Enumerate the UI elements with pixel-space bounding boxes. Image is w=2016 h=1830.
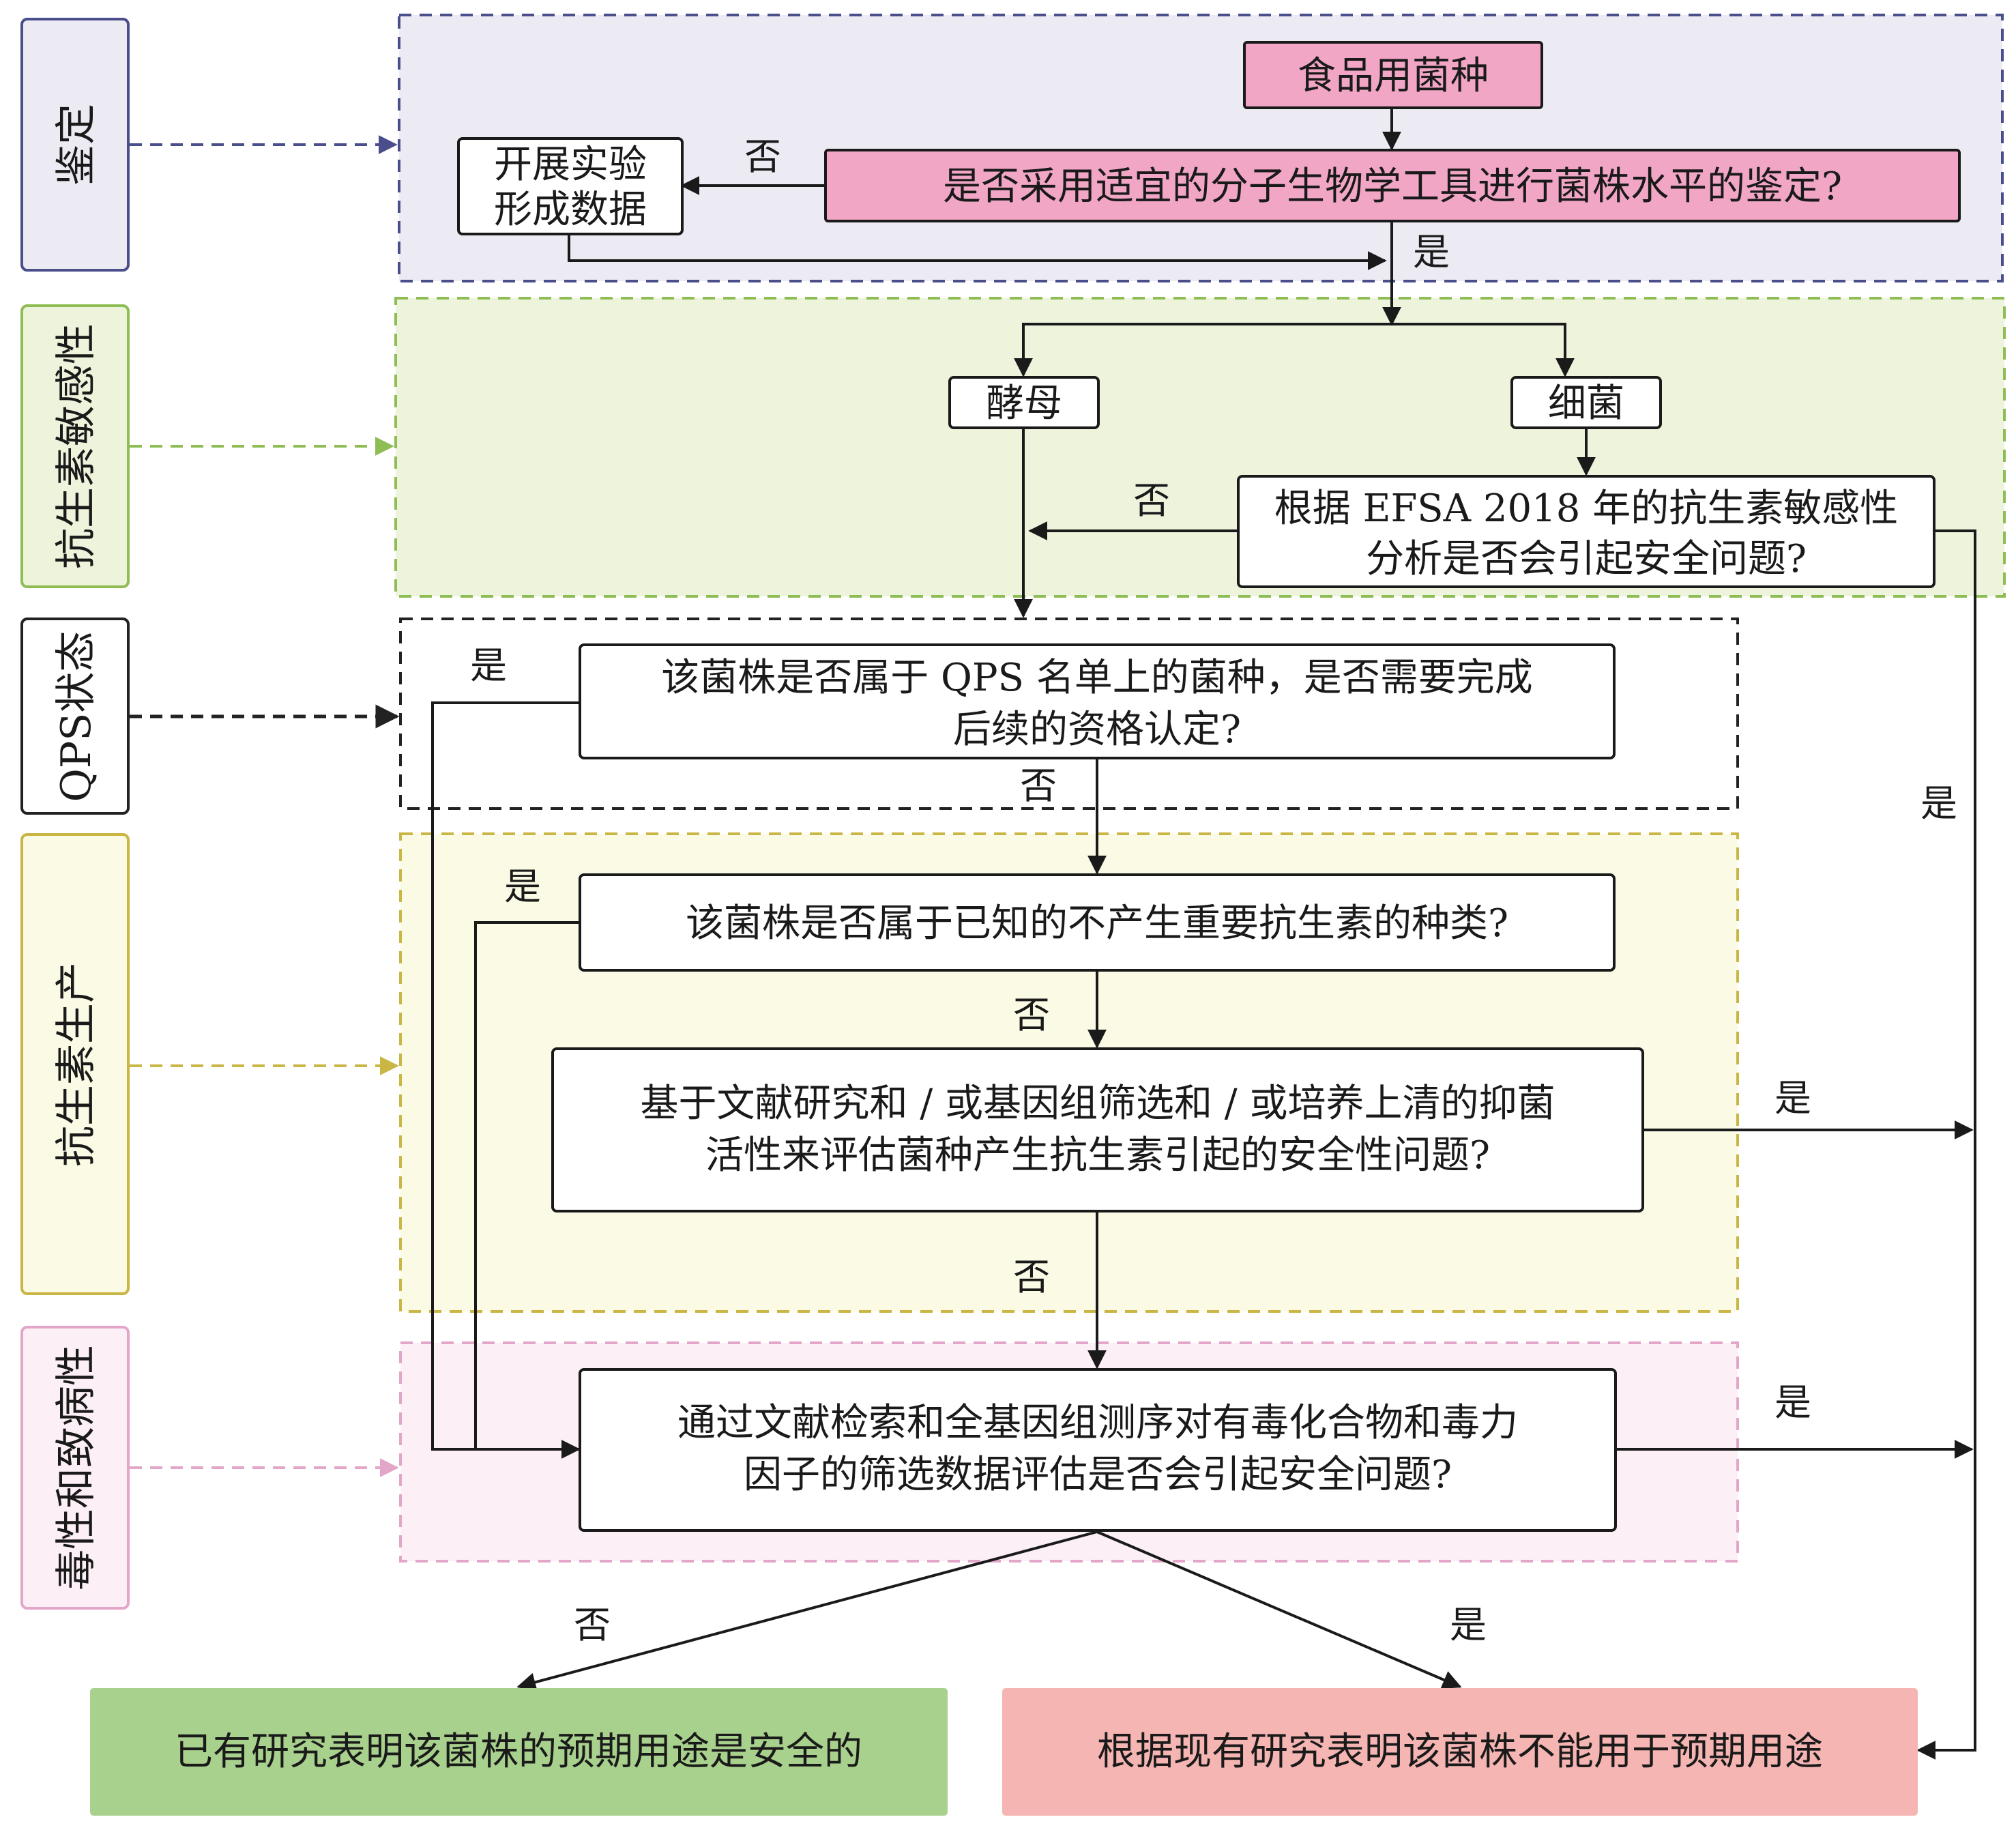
node-q-efsa: 根据 EFSA 2018 年的抗生素敏感性 分析是否会引起安全问题? bbox=[1237, 475, 1935, 588]
edge-label-qps-no: 否 bbox=[1020, 764, 1057, 807]
stage-qps: QPS状态 bbox=[20, 618, 130, 815]
node-q-toxin-text-2: 因子的筛选数据评估是否会引起安全问题? bbox=[744, 1453, 1452, 1497]
edge-label-literature-yes: 是 bbox=[1774, 1077, 1811, 1120]
stage-qps-label: QPS状态 bbox=[53, 631, 100, 802]
edge-label-toxin-yes-down: 是 bbox=[1450, 1603, 1487, 1646]
edge-split-bacteria bbox=[1392, 323, 1575, 377]
edge-label-identification-yes: 是 bbox=[1413, 231, 1450, 274]
stage-toxicity: 毒性和致病性 bbox=[20, 1326, 130, 1610]
edge-label-toxin-no: 否 bbox=[574, 1603, 611, 1646]
edge-toxin-no bbox=[516, 1530, 1098, 1692]
node-q-toxin: 通过文献检索和全基因组测序对有毒化合物和毒力 因子的筛选数据评估是否会引起安全问… bbox=[579, 1368, 1617, 1532]
node-q-qps-text-1: 该菌株是否属于 QPS 名单上的菌种，是否需要完成 bbox=[661, 656, 1533, 700]
edge-label-known-no: 否 bbox=[1013, 993, 1050, 1036]
node-q-efsa-text-2: 分析是否会引起安全问题? bbox=[1366, 537, 1807, 581]
stage-antibiotic-sensitivity-label: 抗生素敏感性 bbox=[53, 323, 100, 569]
node-q-efsa-text-1: 根据 EFSA 2018 年的抗生素敏感性 bbox=[1274, 486, 1898, 531]
node-food-strain: 食品用菌种 bbox=[1243, 41, 1543, 109]
edge-experiment-return bbox=[568, 235, 1387, 270]
node-q-known-species-text: 该菌株是否属于已知的不产生重要抗生素的种类? bbox=[686, 901, 1508, 946]
node-yeast-text: 酵母 bbox=[986, 381, 1062, 426]
node-experiment-text-2: 形成数据 bbox=[494, 188, 647, 232]
node-q-qps-text-2: 后续的资格认定? bbox=[953, 708, 1241, 752]
edge-efsa-yes bbox=[1916, 529, 1976, 1760]
stage-toxicity-label: 毒性和致病性 bbox=[53, 1345, 100, 1591]
edge-label-literature-no: 否 bbox=[1013, 1255, 1050, 1298]
node-result-unsafe: 根据现有研究表明该菌株不能用于预期用途 bbox=[1002, 1688, 1918, 1816]
node-bacteria-text: 细菌 bbox=[1548, 381, 1624, 426]
node-q-toxin-text-1: 通过文献检索和全基因组测序对有毒化合物和毒力 bbox=[677, 1401, 1518, 1445]
edge-qps-yes bbox=[431, 701, 581, 1459]
edge-label-efsa-yes: 是 bbox=[1920, 782, 1957, 825]
stage-identification-label: 鉴定 bbox=[53, 104, 100, 186]
node-yeast: 酵母 bbox=[948, 376, 1100, 429]
edge-label-efsa-no: 否 bbox=[1133, 479, 1170, 522]
flow-connectors bbox=[431, 109, 1976, 1760]
node-q-identification: 是否采用适宜的分子生物学工具进行菌株水平的鉴定? bbox=[824, 149, 1961, 222]
node-bacteria: 细菌 bbox=[1510, 376, 1662, 429]
node-result-safe-text: 已有研究表明该菌株的预期用途是安全的 bbox=[175, 1730, 862, 1774]
stage-antibiotic-production: 抗生素生产 bbox=[20, 833, 130, 1295]
node-q-known-species: 该菌株是否属于已知的不产生重要抗生素的种类? bbox=[579, 873, 1616, 972]
stage-antibiotic-sensitivity: 抗生素敏感性 bbox=[20, 304, 130, 588]
node-q-literature-text-1: 基于文献研究和 / 或基因组筛选和 / 或培养上清的抑菌 bbox=[641, 1081, 1555, 1126]
node-result-unsafe-text: 根据现有研究表明该菌株不能用于预期用途 bbox=[1097, 1730, 1823, 1774]
stage-identification: 鉴定 bbox=[20, 18, 130, 272]
edge-label-qps-yes: 是 bbox=[470, 644, 507, 687]
node-food-strain-text: 食品用菌种 bbox=[1298, 54, 1489, 98]
edge-label-identification-no: 否 bbox=[744, 135, 781, 178]
node-q-literature: 基于文献研究和 / 或基因组筛选和 / 或培养上清的抑菌 活性来评估菌种产生抗生… bbox=[551, 1047, 1644, 1212]
edge-split-yeast bbox=[1014, 323, 1392, 377]
node-q-identification-text: 是否采用适宜的分子生物学工具进行菌株水平的鉴定? bbox=[943, 164, 1842, 209]
stage-antibiotic-production-label: 抗生素生产 bbox=[53, 962, 100, 1167]
node-q-qps: 该菌株是否属于 QPS 名单上的菌种，是否需要完成 后续的资格认定? bbox=[579, 643, 1616, 759]
node-result-safe: 已有研究表明该菌株的预期用途是安全的 bbox=[90, 1688, 948, 1816]
edge-toxin-yes-down bbox=[1096, 1530, 1462, 1689]
node-q-literature-text-2: 活性来评估菌种产生抗生素引起的安全性问题? bbox=[705, 1133, 1490, 1178]
edge-label-known-yes: 是 bbox=[504, 865, 541, 908]
node-experiment-text-1: 开展实验 bbox=[494, 143, 647, 187]
node-experiment: 开展实验 形成数据 bbox=[457, 137, 684, 235]
edge-known-yes bbox=[474, 921, 580, 1449]
edge-label-toxin-yes: 是 bbox=[1774, 1381, 1811, 1424]
